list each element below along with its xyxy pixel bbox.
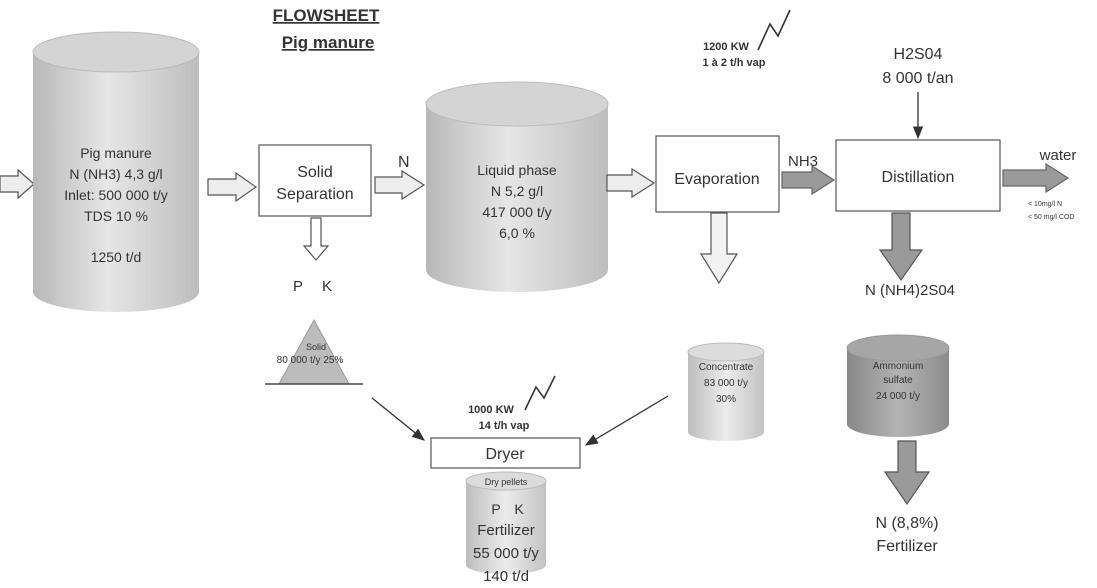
pig-manure-daily: 1250 t/d [91, 249, 142, 265]
dry-pellets-k: K [514, 501, 524, 517]
n-fertilizer-line1: N (8,8%) [875, 515, 938, 532]
dry-pellets-p: P [491, 501, 500, 517]
arrow-down-ammonium [878, 212, 924, 282]
stream-nh3-label: NH3 [788, 153, 818, 170]
pig-manure-nh3: N (NH3) 4,3 g/l [69, 166, 162, 182]
energy-dryer-steam: 14 t/h vap [479, 420, 530, 432]
arrow-down-solids [302, 217, 330, 261]
arrow-solid-to-dryer [371, 397, 426, 441]
concentrate-percent: 30% [716, 394, 736, 405]
dryer-label: Dryer [485, 446, 525, 463]
arrow-to-evaporation [606, 167, 656, 199]
dryer-box [430, 437, 581, 469]
arrow-to-separation [207, 171, 258, 203]
dry-pellets-fertilizer: Fertilizer [477, 522, 535, 539]
liquid-phase-amount: 417 000 t/y [482, 204, 551, 220]
solid-pile-amount: 80 000 t/y 25% [277, 355, 344, 366]
liquid-phase-label: Liquid phase [477, 162, 557, 178]
liquid-phase-n: N 5,2 g/l [491, 183, 543, 199]
lightning-icon-top [757, 9, 791, 51]
ammonium-sulfate-line2: sulfate [883, 375, 913, 386]
distillation-label: Distillation [882, 169, 955, 186]
ammonium-sulfate-amount: 24 000 t/y [876, 391, 920, 402]
pig-manure-inlet: Inlet: 500 000 t/y [64, 187, 168, 203]
pk-p: P [293, 278, 303, 295]
distillation-box [835, 139, 1001, 212]
energy-dryer-power: 1000 KW [468, 404, 514, 416]
liquid-phase-percent: 6,0 % [499, 225, 535, 241]
water-label: water [1039, 147, 1077, 164]
solid-separation-box [258, 144, 372, 217]
h2so4-name: H2S04 [894, 46, 943, 63]
solid-pile-label: Solid [306, 342, 326, 352]
concentrate-amount: 83 000 t/y [704, 378, 748, 389]
dry-pellets-amount: 55 000 t/y [473, 545, 539, 562]
arrow-down-fertilizer [883, 440, 931, 506]
water-spec-cod: < 50 mg/l COD [1028, 214, 1075, 221]
tank-concentrate: Concentrate 83 000 t/y 30% [687, 342, 765, 441]
title-line2: Pig manure [282, 33, 375, 52]
pig-manure-tds: TDS 10 % [84, 208, 148, 224]
arrow-to-liquid [374, 169, 426, 201]
energy-top-power: 1200 KW [703, 41, 749, 53]
evaporation-label: Evaporation [674, 171, 759, 188]
concentrate-label: Concentrate [699, 362, 754, 373]
lightning-icon-dryer [524, 375, 556, 411]
tank-ammonium-sulfate: Ammonium sulfate 24 000 t/y [846, 334, 950, 437]
inlet-arrow [0, 168, 35, 200]
tank-liquid-phase: Liquid phase N 5,2 g/l 417 000 t/y 6,0 % [425, 81, 609, 292]
arrow-down-concentrate [699, 212, 739, 285]
pig-manure-label: Pig manure [80, 145, 152, 161]
dry-pellets-label: Dry pellets [485, 477, 528, 487]
energy-top-steam: 1 à 2 t/h vap [703, 57, 766, 69]
solid-separation-line2: Separation [276, 186, 353, 203]
ammonium-product-label: N (NH4)2S04 [865, 282, 955, 299]
n-fertilizer-line2: Fertilizer [876, 538, 938, 555]
arrow-concentrate-to-dryer [584, 395, 669, 446]
dry-pellets-daily: 140 t/d [483, 568, 529, 585]
arrow-water [1002, 162, 1070, 194]
tank-dry-pellets: Dry pellets P K Fertilizer 55 000 t/y [465, 471, 547, 574]
stream-n-label: N [398, 154, 410, 171]
solid-separation-line1: Solid [297, 164, 333, 181]
tank-pig-manure: Pig manure N (NH3) 4,3 g/l Inlet: 500 00… [32, 31, 200, 312]
evaporation-box [655, 135, 780, 213]
ammonium-sulfate-line1: Ammonium [873, 361, 924, 372]
water-spec-n: < 10mg/l N [1028, 201, 1062, 208]
h2so4-amount: 8 000 t/an [882, 70, 953, 87]
arrow-nh3 [781, 164, 836, 196]
pk-k: K [322, 278, 332, 295]
solid-pile [278, 318, 350, 385]
title-line1: FLOWSHEET [273, 6, 380, 25]
